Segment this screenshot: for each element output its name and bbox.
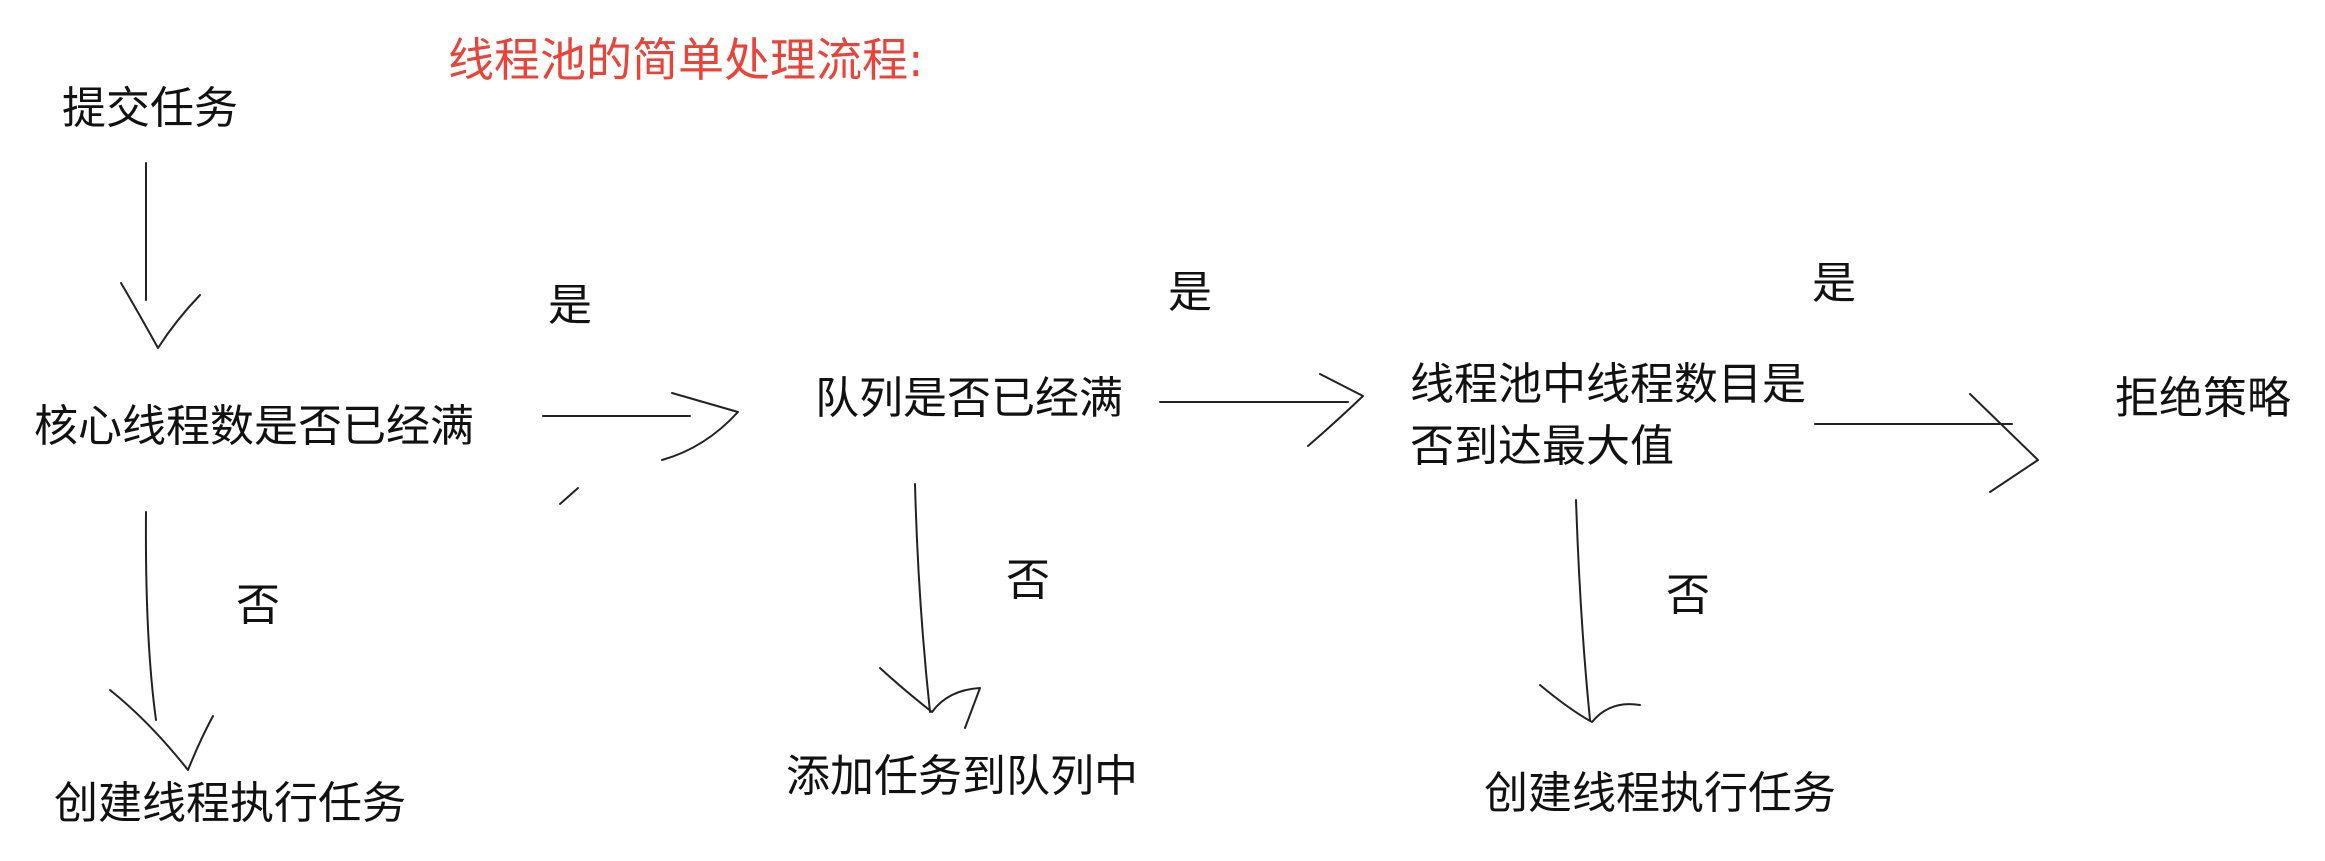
edge-label-yes-2: 是 (1168, 267, 1212, 318)
node-max-threads-line2: 否到达最大值 (1410, 421, 1674, 472)
node-core-threads-full: 核心线程数是否已经满 (34, 401, 474, 452)
arrow-core-to-create-thread-1 (109, 511, 214, 771)
edge-label-no-1: 否 (236, 580, 280, 631)
arrow-max-to-reject (1814, 393, 2039, 493)
node-submit-task: 提交任务 (62, 83, 238, 134)
diagram-title: 线程池的简单处理流程: (448, 33, 924, 87)
node-create-thread-2: 创建线程执行任务 (1484, 768, 1836, 819)
arrow-max-to-create-thread-2 (1539, 499, 1641, 723)
arrow-submit-to-core (120, 162, 201, 349)
edge-label-yes-3: 是 (1812, 258, 1856, 309)
node-add-to-queue: 添加任务到队列中 (786, 751, 1138, 802)
arrow-queue-to-max (1159, 373, 1364, 447)
edge-label-no-2: 否 (1006, 555, 1050, 606)
arrow-core-to-queue (542, 392, 739, 505)
node-max-threads-line1: 线程池中线程数目是 (1410, 359, 1806, 410)
node-reject-policy: 拒绝策略 (2115, 373, 2291, 424)
arrow-queue-to-add (879, 483, 981, 729)
node-queue-full: 队列是否已经满 (815, 373, 1123, 424)
edge-label-no-3: 否 (1666, 570, 1710, 621)
node-create-thread-1: 创建线程执行任务 (54, 778, 406, 829)
edge-label-yes-1: 是 (548, 280, 592, 331)
